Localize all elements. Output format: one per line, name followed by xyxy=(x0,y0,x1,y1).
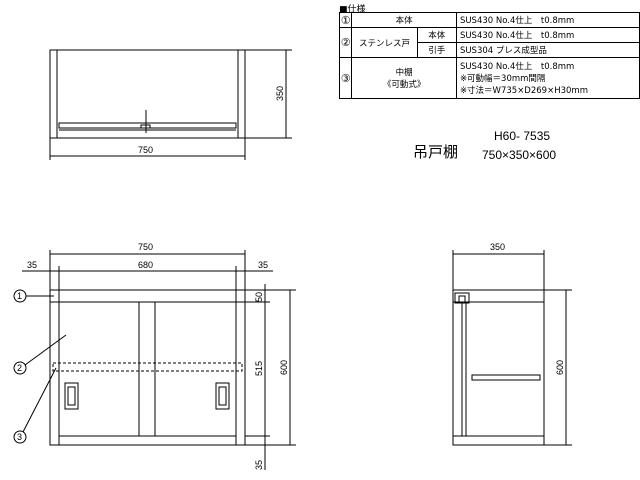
spec-value-cell: SUS430 No.4仕上 t0.8mm ※可動幅＝30mm間隔 ※寸法＝W73… xyxy=(455,57,640,99)
spec-table: ① 本体 SUS430 No.4仕上 t0.8mm ② ステンレス戸 本体 SU… xyxy=(338,12,640,99)
front-height-label: 600 xyxy=(279,360,289,375)
front-right-margin-label: 35 xyxy=(258,260,268,270)
callout-circle-3 xyxy=(13,430,27,444)
front-top-label: 50 xyxy=(254,292,264,302)
spec-value: SUS430 No.4仕上 t0.8mm xyxy=(459,62,575,72)
front-door-label: 515 xyxy=(254,361,264,376)
top-width-label: 750 xyxy=(138,145,153,155)
shelf-hidden xyxy=(52,362,243,372)
front-inner-width-label: 680 xyxy=(138,260,153,270)
spec-name: ステンレス戸 xyxy=(351,27,418,58)
front-bottom-label: 35 xyxy=(254,460,264,470)
door-overlap xyxy=(138,301,156,437)
top-view-outline xyxy=(49,49,246,139)
spec-heading: ■仕様 xyxy=(339,5,366,15)
front-width-label: 750 xyxy=(138,242,153,252)
side-view xyxy=(452,250,572,446)
spec-value-note: ※可動幅＝30mm間隔 xyxy=(459,74,546,84)
front-left-margin-label: 35 xyxy=(27,260,37,270)
side-depth-label: 350 xyxy=(490,242,505,252)
callout-leader-3 xyxy=(22,367,57,433)
spec-no: ③ xyxy=(338,57,353,99)
side-height-label: 600 xyxy=(555,360,565,375)
door-handle-right xyxy=(215,382,230,410)
door-handle-left xyxy=(64,382,79,410)
callout-label-3: 3 xyxy=(17,432,22,442)
door-handle-left-inner xyxy=(67,386,76,406)
side-view-outline xyxy=(452,289,545,446)
spec-name-note: 《可動式》 xyxy=(382,80,426,90)
spec-name: 中棚 xyxy=(395,68,413,78)
callout-label-2: 2 xyxy=(17,363,22,373)
spec-name-cell: 中棚 《可動式》 xyxy=(351,57,457,99)
door-handle-right-inner xyxy=(218,386,227,406)
side-view-shelf xyxy=(471,374,541,381)
spec-row-shelf: ③ 中棚 《可動式》 SUS430 No.4仕上 t0.8mm ※可動幅＝30m… xyxy=(338,57,640,99)
front-view-outline xyxy=(49,289,246,446)
side-view-top-cap-inner xyxy=(458,295,466,303)
side-view-top-cap xyxy=(454,292,470,304)
top-depth-label: 350 xyxy=(275,86,285,101)
spec-row-handle: 引手 SUS304 プレス成型品 xyxy=(340,42,640,58)
callout-label-1: 1 xyxy=(17,291,22,301)
product-code: H60- 7535 xyxy=(494,129,551,143)
callout-circle-2 xyxy=(13,361,27,375)
front-view xyxy=(13,250,296,470)
top-view xyxy=(49,49,292,160)
product-size: 750×350×600 xyxy=(482,148,557,162)
product-name: 吊戸棚 xyxy=(413,143,459,161)
spec-value-note: ※寸法＝W735×D269×H30mm xyxy=(459,86,588,96)
callout-leader-2 xyxy=(24,334,67,366)
spec-row-door: ② ステンレス戸 本体 SUS430 No.4仕上 t0.8mm xyxy=(338,27,640,58)
